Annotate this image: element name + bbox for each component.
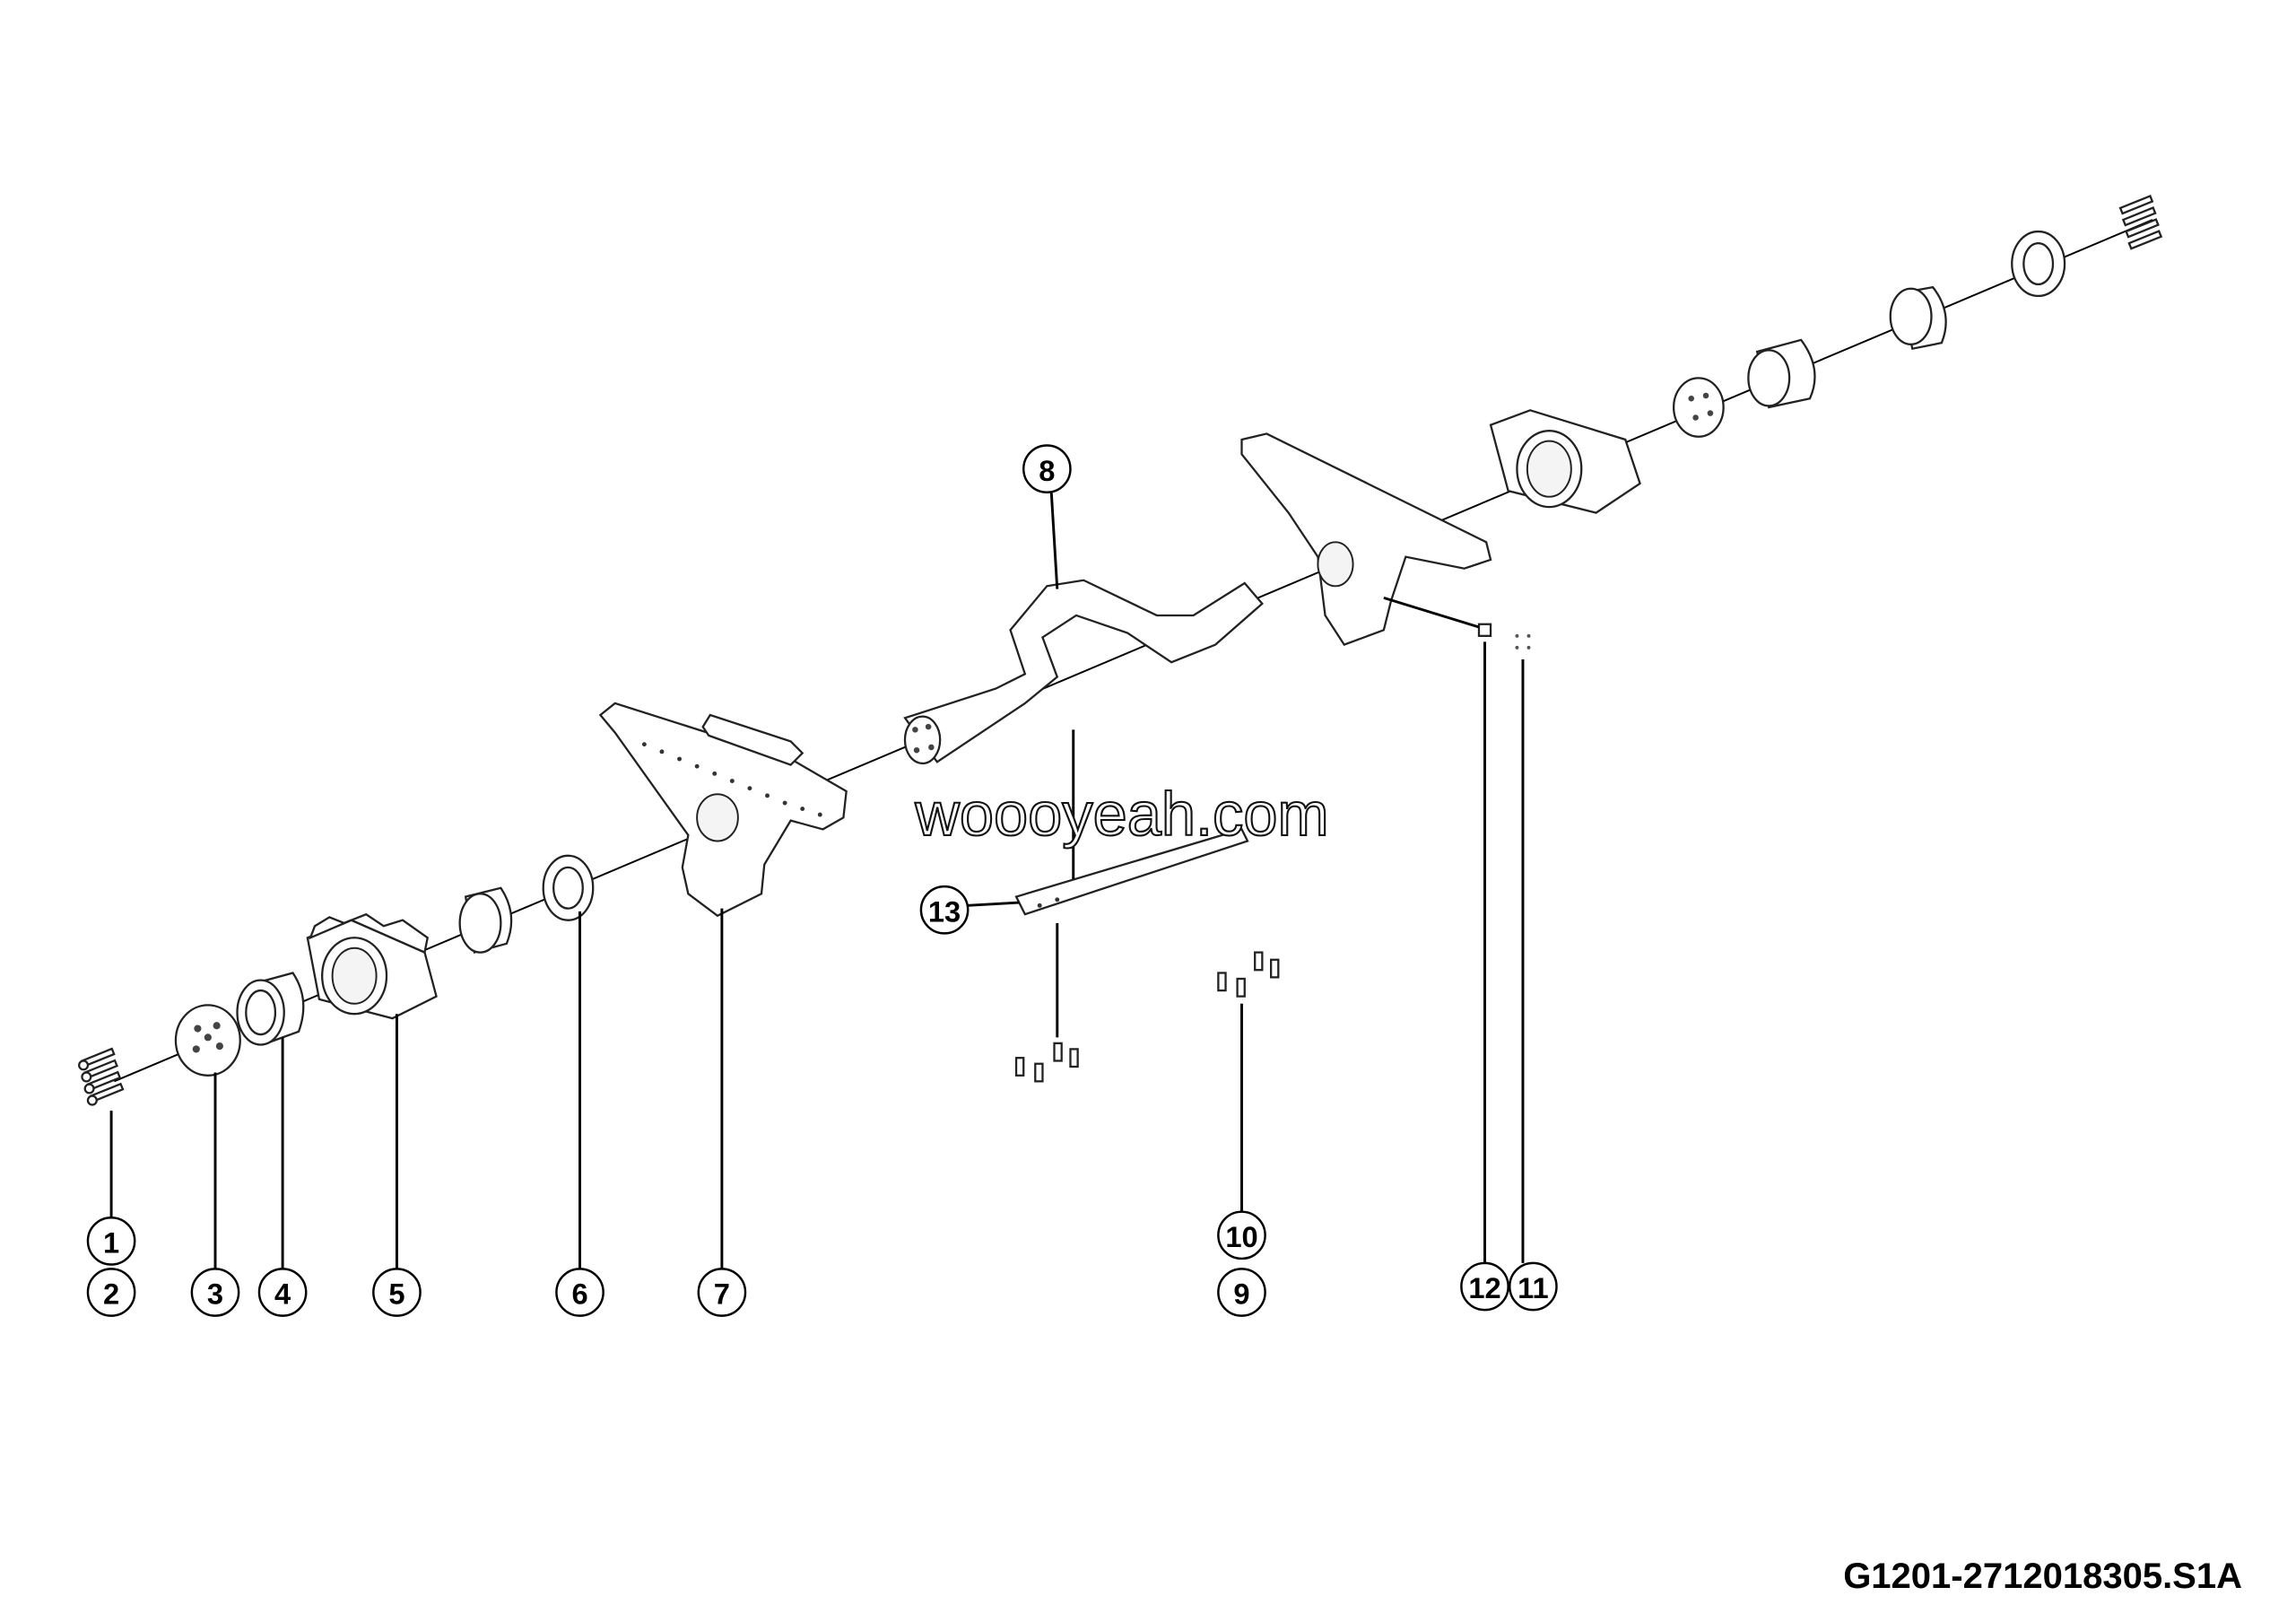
svg-text:2: 2 bbox=[103, 1278, 119, 1311]
callout-2[interactable]: 2 bbox=[86, 1268, 136, 1317]
crank-axle bbox=[903, 579, 1264, 765]
svg-text:12: 12 bbox=[1468, 1271, 1500, 1304]
seal-ring-left bbox=[458, 854, 595, 955]
callout-3[interactable]: 3 bbox=[190, 1268, 240, 1317]
strip-plate bbox=[1014, 828, 1249, 916]
leader-lines bbox=[109, 492, 1525, 1269]
callout-13[interactable]: 13 bbox=[919, 885, 970, 935]
callout-9[interactable]: 9 bbox=[1217, 1268, 1266, 1317]
svg-text:7: 7 bbox=[714, 1278, 730, 1311]
svg-text:4: 4 bbox=[274, 1278, 291, 1311]
bracket-right bbox=[1240, 432, 1492, 647]
callout-7[interactable]: 7 bbox=[697, 1268, 747, 1317]
svg-text:11: 11 bbox=[1518, 1271, 1549, 1304]
flange-plate bbox=[174, 1004, 241, 1077]
svg-text:5: 5 bbox=[388, 1278, 404, 1311]
callout-10[interactable]: 10 bbox=[1217, 1210, 1266, 1260]
svg-text:9: 9 bbox=[1233, 1278, 1249, 1311]
callout-6[interactable]: 6 bbox=[555, 1268, 604, 1317]
bearing-housing-left bbox=[306, 912, 438, 1020]
callout-11[interactable]: 11 bbox=[1509, 1261, 1558, 1312]
bolts-right bbox=[2118, 194, 2163, 250]
svg-text:8: 8 bbox=[1039, 454, 1055, 487]
bushing-right bbox=[1747, 338, 1816, 409]
drawing-code: G1201-2712018305.S1A bbox=[1843, 1557, 2242, 1596]
seal-right bbox=[1889, 285, 1947, 351]
ring-right bbox=[2011, 230, 2066, 298]
svg-text:13: 13 bbox=[928, 894, 961, 928]
callout-1[interactable]: 1 bbox=[86, 1216, 136, 1266]
svg-text:6: 6 bbox=[571, 1278, 587, 1311]
bracket-left bbox=[598, 702, 848, 918]
small-block bbox=[1477, 623, 1492, 637]
screws-center bbox=[1014, 1042, 1079, 1083]
bearing-housing-right bbox=[1489, 409, 1641, 514]
svg-text:10: 10 bbox=[1225, 1220, 1257, 1253]
flange-plate-right bbox=[1672, 377, 1725, 438]
callout-4[interactable]: 4 bbox=[257, 1268, 308, 1317]
watermark: woooyeah.com bbox=[914, 780, 1328, 849]
bushing-left bbox=[236, 972, 305, 1046]
svg-text:3: 3 bbox=[207, 1278, 223, 1311]
callout-12[interactable]: 12 bbox=[1460, 1261, 1509, 1312]
screws-right bbox=[1217, 951, 1280, 998]
svg-text:1: 1 bbox=[103, 1225, 119, 1259]
callout-8[interactable]: 8 bbox=[1022, 444, 1072, 493]
callout-5[interactable]: 5 bbox=[372, 1268, 422, 1317]
bolts-left bbox=[78, 1047, 125, 1106]
small-pins bbox=[1515, 633, 1531, 650]
